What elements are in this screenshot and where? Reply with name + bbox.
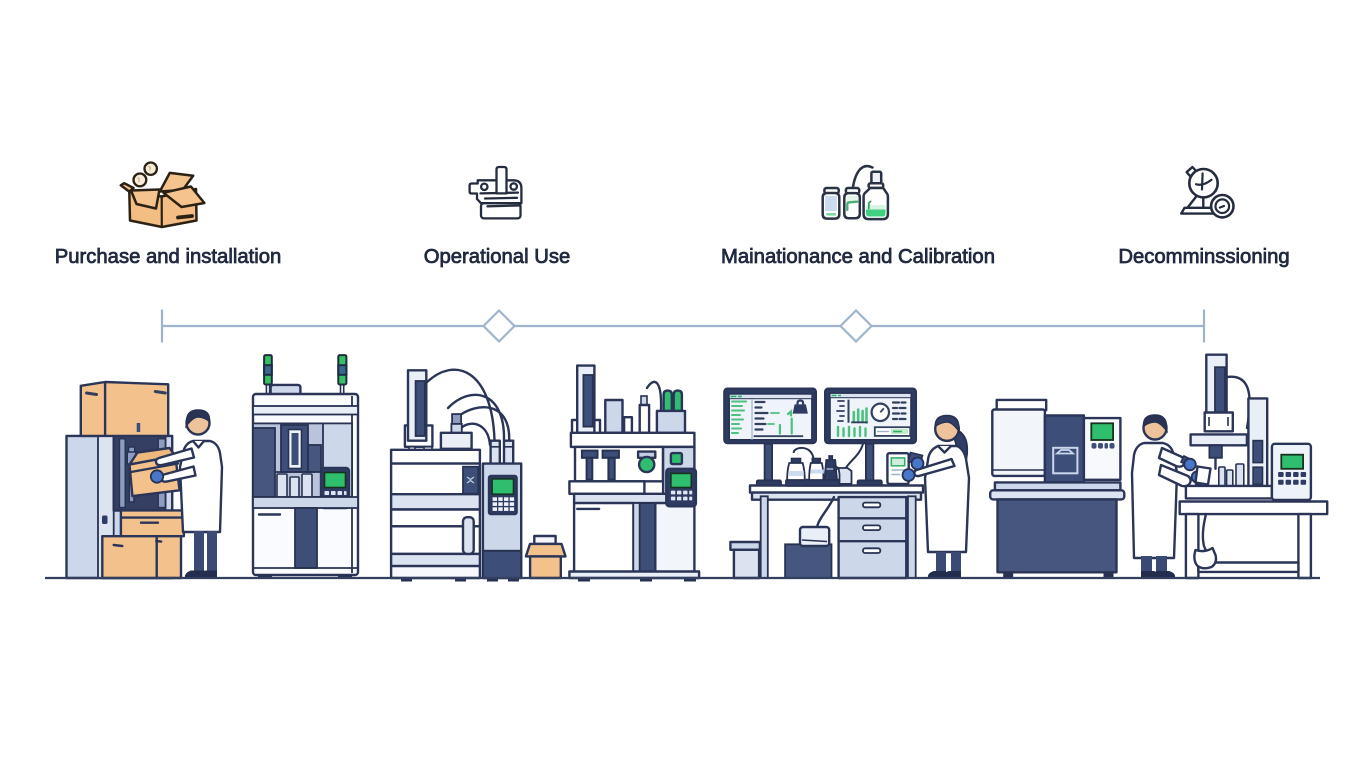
svg-text:Purchase and installation: Purchase and installation bbox=[55, 246, 282, 268]
svg-text:Mainationance and Calibration: Mainationance and Calibration bbox=[721, 246, 995, 268]
svg-text:Operational Use: Operational Use bbox=[424, 246, 571, 268]
svg-text:Decomminssioning: Decomminssioning bbox=[1118, 246, 1289, 268]
